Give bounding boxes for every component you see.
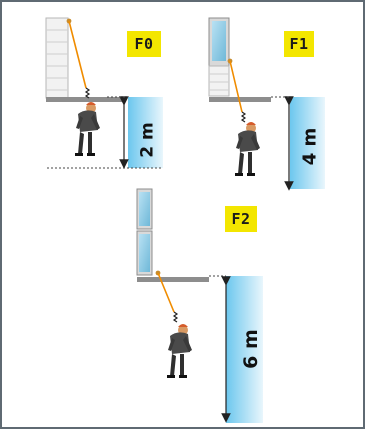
height-label-f1: 4 m — [299, 127, 321, 166]
worker-figure-icon — [167, 324, 192, 378]
drop-zone-f2 — [226, 276, 263, 423]
platform-f0 — [46, 97, 124, 102]
height-label-f2: 6 m — [239, 329, 262, 369]
tag-f1: F1 — [284, 31, 314, 57]
worker-figure-icon — [235, 122, 260, 176]
lanyard-icon — [157, 272, 175, 313]
building-f1 — [208, 17, 230, 97]
drop-zone-f1 — [290, 97, 325, 189]
platform-f2 — [137, 277, 209, 282]
tag-f2: F2 — [225, 206, 257, 232]
worker-figure-icon — [75, 102, 100, 156]
building-f0 — [45, 17, 69, 99]
height-label-f0: 2 m — [137, 122, 158, 158]
shock-absorber-icon — [84, 87, 91, 99]
lanyard-icon — [68, 20, 87, 89]
platform-f1 — [209, 97, 271, 102]
shock-absorber-icon — [240, 111, 247, 123]
panel-f0 — [45, 17, 163, 169]
shock-absorber-icon — [172, 311, 179, 323]
lanyard-icon — [229, 60, 243, 113]
drop-zone-f0 — [128, 97, 163, 168]
panel-f2 — [136, 188, 263, 423]
panel-f1 — [208, 17, 325, 191]
building-f2 — [136, 188, 153, 276]
tag-f0: F0 — [127, 31, 161, 57]
